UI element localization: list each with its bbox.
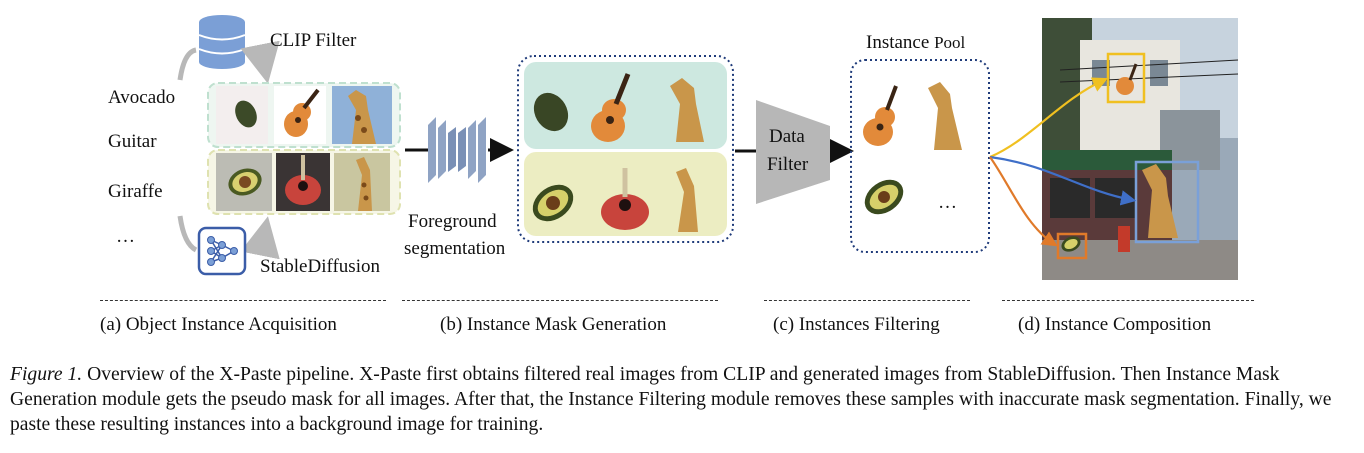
database-icon: [198, 15, 246, 69]
bbox-avocado: [1056, 232, 1088, 260]
composited-instances: [1061, 63, 1178, 252]
sd-guitar-image: [276, 153, 330, 211]
stablediffusion-label: StableDiffusion: [260, 256, 380, 277]
class-avocado: Avocado: [108, 87, 176, 108]
subfigure-label-d: (d) Instance Composition: [1018, 314, 1212, 335]
data-filter-trapezoid: [756, 100, 830, 204]
separator-a: [100, 300, 386, 301]
sd-giraffe-image: [334, 153, 390, 211]
instance-pool-box: [850, 59, 990, 253]
caption-text: Overview of the X-Paste pipeline. X-Past…: [10, 364, 1332, 435]
subfigure-label-c: (c) Instances Filtering: [773, 314, 940, 335]
mask-avocado-top: [533, 92, 569, 132]
pool-giraffe: [928, 82, 962, 150]
clip-filter-label: CLIP Filter: [270, 30, 357, 51]
neural-network-icon: [197, 226, 247, 276]
mask-giraffe-bottom: [676, 168, 698, 232]
foreground-label-line1: Foreground: [408, 211, 497, 232]
segmentation-network-icon: [428, 117, 486, 183]
clip-curve-arrow: [177, 47, 197, 81]
clip-avocado-image: [216, 86, 268, 144]
caption-figure-label: Figure 1.: [10, 364, 83, 385]
arrow-yellow: [989, 77, 1109, 159]
foreground-label-line2: segmentation: [404, 238, 506, 259]
subfigure-label-a: (a) Object Instance Acquisition: [100, 314, 337, 335]
data-filter-label-line2: Filter: [767, 154, 809, 175]
instance-pool-label: Instance Pool: [866, 32, 965, 54]
pool-ellipsis: …: [938, 192, 957, 213]
figure-caption: Figure 1. Overview of the X-Paste pipeli…: [10, 362, 1355, 437]
mask-giraffe-top: [670, 78, 704, 142]
data-filter-label-line1: Data: [769, 126, 805, 147]
mask-guitar-top: [591, 73, 631, 142]
separator-d: [1002, 300, 1254, 301]
sd-avocado-image: [216, 153, 272, 211]
class-giraffe: Giraffe: [108, 181, 163, 202]
class-guitar: Guitar: [108, 131, 157, 152]
pool-avocado: [864, 179, 904, 215]
mask-guitar-bottom: [601, 168, 649, 230]
arrow-orange: [989, 156, 1058, 247]
pipeline-figure: [177, 15, 1239, 280]
instance-pool-label-main: Instance: [866, 32, 930, 53]
clip-guitar-image: [274, 86, 326, 144]
mask-avocado-bottom: [532, 184, 574, 222]
subfigure-label-b: (b) Instance Mask Generation: [440, 314, 667, 335]
sd-curve-arrow: [177, 215, 198, 253]
separator-b: [402, 300, 718, 301]
instance-pool-label-small: Pool: [934, 33, 966, 52]
class-ellipsis: …: [116, 226, 135, 247]
separator-c: [764, 300, 970, 301]
clip-giraffe-image: [332, 86, 392, 144]
pool-guitar: [863, 85, 898, 146]
arrow-blue: [989, 155, 1137, 206]
mask-generation-box: [517, 55, 734, 243]
